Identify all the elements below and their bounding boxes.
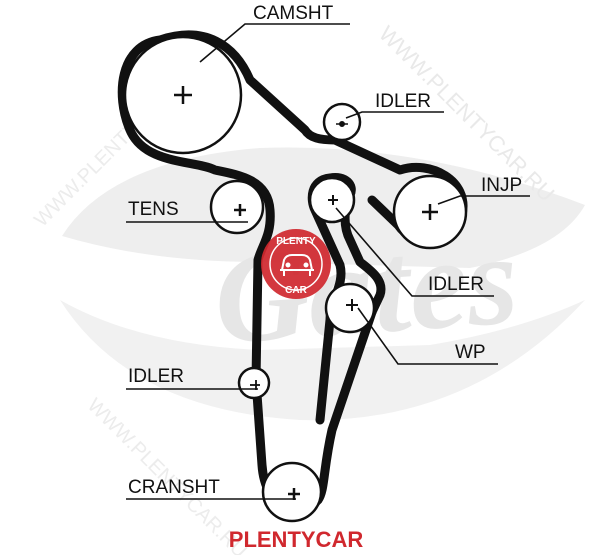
labels: CAMSHT IDLER INJP TENS IDLER WP IDLER CR…: [128, 3, 522, 498]
label-idler-mid: IDLER: [428, 274, 484, 295]
label-water-pump: WP: [455, 342, 486, 363]
idler-mid-center-mark: [328, 195, 338, 205]
tensioner-center-mark: [234, 204, 246, 216]
badge-inner-ring: [269, 237, 323, 291]
label-crankshaft: CRANSHT: [128, 477, 220, 498]
car-icon: [280, 254, 314, 276]
crankshaft-pulley: [261, 461, 323, 523]
label-injection-pump: INJP: [481, 175, 522, 196]
injection-pump-center-mark: [422, 204, 438, 220]
label-idler-top: IDLER: [375, 91, 431, 112]
idler-low-pulley: [237, 366, 271, 400]
camshaft-center-mark: [174, 86, 192, 104]
plentycar-badge: PLENTY CAR: [261, 229, 331, 299]
water-pump-pulley: [324, 282, 376, 334]
label-camshaft: CAMSHT: [253, 3, 334, 24]
pulleys: [123, 35, 468, 523]
belt-right-loop: [307, 172, 386, 425]
crankshaft-center-mark: [288, 488, 300, 500]
leader-lines: [126, 23, 530, 500]
tensioner-pulley: [209, 179, 265, 235]
badge-outer-ring: [261, 229, 331, 299]
badge-top-text: PLENTY: [276, 236, 316, 247]
leader-injection-pump: [437, 195, 530, 205]
leader-camshaft: [199, 23, 350, 63]
label-tensioner: TENS: [128, 199, 179, 220]
water-pump-center-mark: [346, 299, 358, 311]
footer-brand: PLENTYCAR: [229, 527, 364, 552]
label-idler-low: IDLER: [128, 366, 184, 387]
badge-bottom-text: CAR: [285, 285, 307, 296]
leader-idler-top: [345, 111, 444, 119]
leader-idler-mid: [335, 207, 494, 297]
leader-water-pump: [357, 307, 498, 365]
watermark-site-text-3: WWW.PLENTYCAR.RU: [83, 394, 251, 555]
